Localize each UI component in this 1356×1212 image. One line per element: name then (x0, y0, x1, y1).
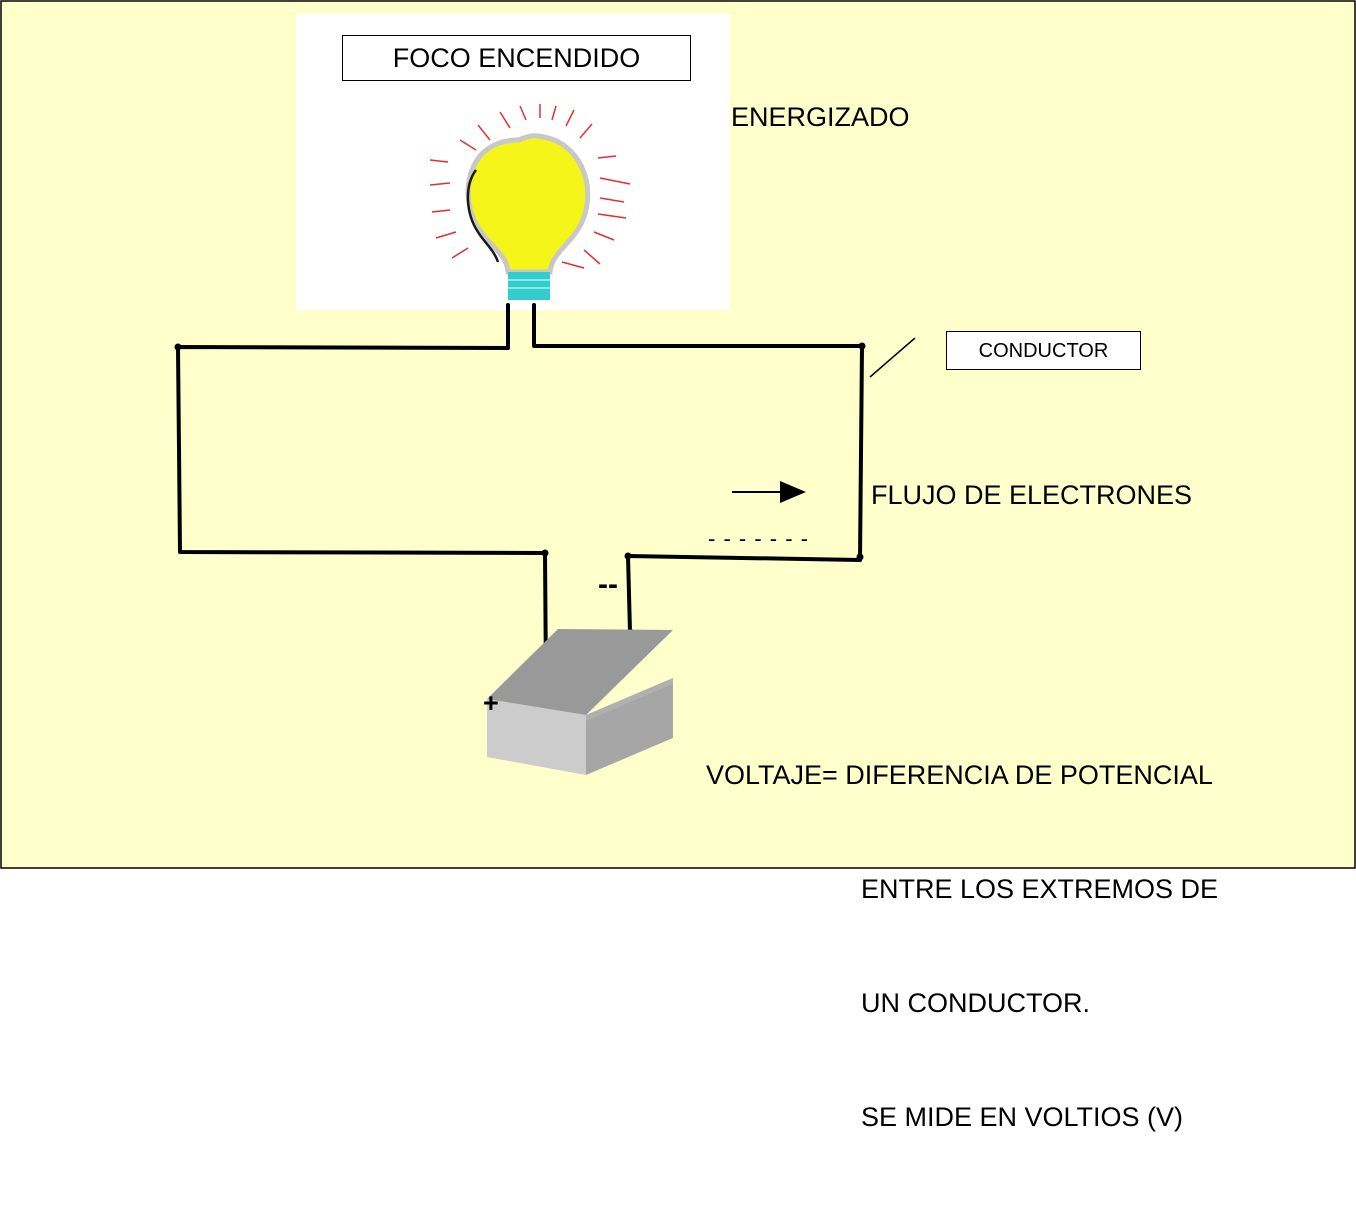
arrow-right-icon (732, 481, 806, 503)
definition-line-4: SE MIDE EN VOLTIOS (V) (861, 1102, 1184, 1132)
electron-flow-label: FLUJO DE ELECTRONES (871, 480, 1193, 510)
definition-line-1: VOLTAJE= DIFERENCIA DE POTENCIAL (706, 760, 1213, 790)
circuit-wire (176, 303, 864, 686)
glow-rays (429, 104, 631, 269)
bulb-title: FOCO ENCENDIDO (342, 35, 691, 81)
slide: - - - - - - - FOCO ENCENDIDO ENERGIZADO … (0, 0, 1356, 1132)
conductor-leader-line (869, 337, 916, 378)
battery-side (586, 678, 673, 775)
voltage-definition: VOLTAJE= DIFERENCIA DE POTENCIAL ENTRE L… (706, 680, 1218, 1212)
conductor-label: CONDUCTOR (946, 331, 1141, 370)
bulb-base (508, 272, 550, 300)
definition-line-3: UN CONDUCTOR. (861, 988, 1090, 1018)
battery-positive-label: + (483, 688, 499, 718)
battery-front (487, 699, 586, 775)
electron-charges: - - - - - - - (708, 526, 809, 551)
battery-icon (487, 629, 673, 775)
bulb-state-label: ENERGIZADO (731, 102, 910, 132)
battery-negative-label: -- (598, 568, 618, 601)
battery-top (487, 629, 673, 715)
bulb-outline (466, 169, 500, 263)
definition-line-2: ENTRE LOS EXTREMOS DE (861, 874, 1219, 904)
